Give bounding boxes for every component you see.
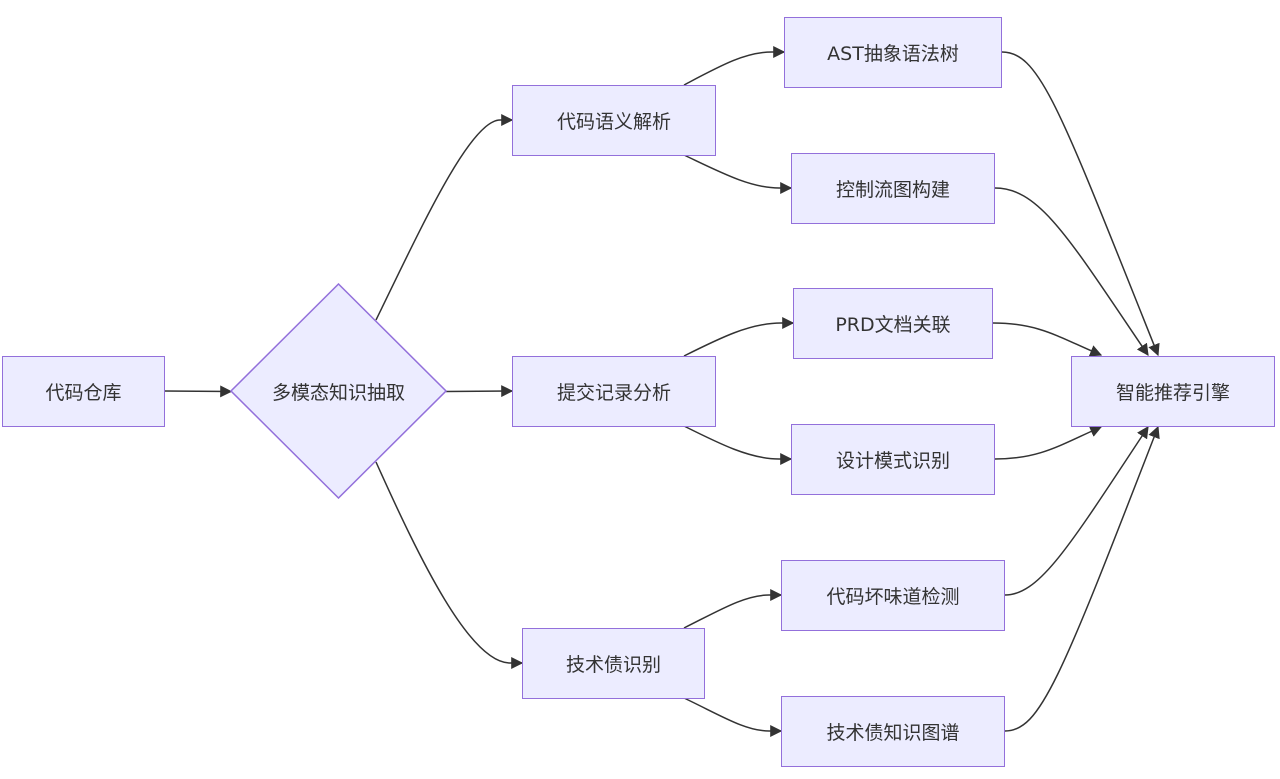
edge-ast-engine bbox=[1001, 51, 1160, 357]
edge-commit-pattern bbox=[683, 425, 793, 465]
node-commit-analysis[interactable]: 提交记录分析 bbox=[512, 356, 716, 427]
node-label: 设计模式识别 bbox=[835, 450, 950, 472]
node-ast[interactable]: AST抽象语法树 bbox=[784, 17, 1002, 88]
node-tech-debt-knowledge-graph[interactable]: 技术债知识图谱 bbox=[781, 696, 1005, 767]
node-label: 技术债知识图谱 bbox=[826, 722, 960, 744]
node-code-smell-detection[interactable]: 代码坏味道检测 bbox=[781, 560, 1005, 631]
edge-smell-engine bbox=[1004, 425, 1149, 596]
edge-repo-extract bbox=[163, 385, 233, 398]
node-label: 智能推荐引擎 bbox=[1115, 382, 1230, 404]
edge-semantic-ast bbox=[683, 46, 786, 86]
node-recommendation-engine[interactable]: 智能推荐引擎 bbox=[1071, 356, 1275, 427]
edge-cfg-engine bbox=[994, 187, 1149, 356]
edge-prd-engine bbox=[992, 322, 1103, 357]
edge-debtgraph-engine bbox=[1004, 425, 1160, 732]
edge-pattern-engine bbox=[994, 425, 1103, 460]
node-tech-debt-identification[interactable]: 技术债识别 bbox=[522, 628, 705, 699]
node-code-semantic-parsing[interactable]: 代码语义解析 bbox=[512, 85, 716, 156]
edge-semantic-cfg bbox=[683, 154, 793, 194]
node-multimodal-extraction[interactable]: 多模态知识抽取 bbox=[230, 283, 447, 499]
node-design-pattern-recognition[interactable]: 设计模式识别 bbox=[791, 424, 995, 495]
edge-extract-semantic bbox=[375, 114, 514, 321]
node-label: PRD文档关联 bbox=[835, 314, 951, 336]
diamond-shape bbox=[230, 283, 447, 499]
node-label: 代码语义解析 bbox=[556, 111, 671, 133]
edge-debt-smell bbox=[683, 589, 783, 629]
node-label: 技术债识别 bbox=[565, 654, 661, 676]
node-label: 代码坏味道检测 bbox=[826, 586, 960, 608]
node-label: 控制流图构建 bbox=[835, 179, 950, 201]
node-code-repository[interactable]: 代码仓库 bbox=[2, 356, 165, 427]
node-label: 代码仓库 bbox=[45, 382, 122, 404]
node-control-flow-graph[interactable]: 控制流图构建 bbox=[791, 153, 995, 224]
edge-extract-debt bbox=[375, 461, 524, 669]
node-label: 多模态知识抽取 bbox=[271, 381, 405, 404]
edge-extract-commit bbox=[445, 385, 514, 398]
node-label: 提交记录分析 bbox=[556, 382, 671, 404]
node-prd-association[interactable]: PRD文档关联 bbox=[793, 288, 993, 359]
edge-commit-prd bbox=[683, 317, 795, 357]
edge-debt-debtgraph bbox=[683, 697, 783, 737]
node-label: AST抽象语法树 bbox=[827, 43, 959, 65]
